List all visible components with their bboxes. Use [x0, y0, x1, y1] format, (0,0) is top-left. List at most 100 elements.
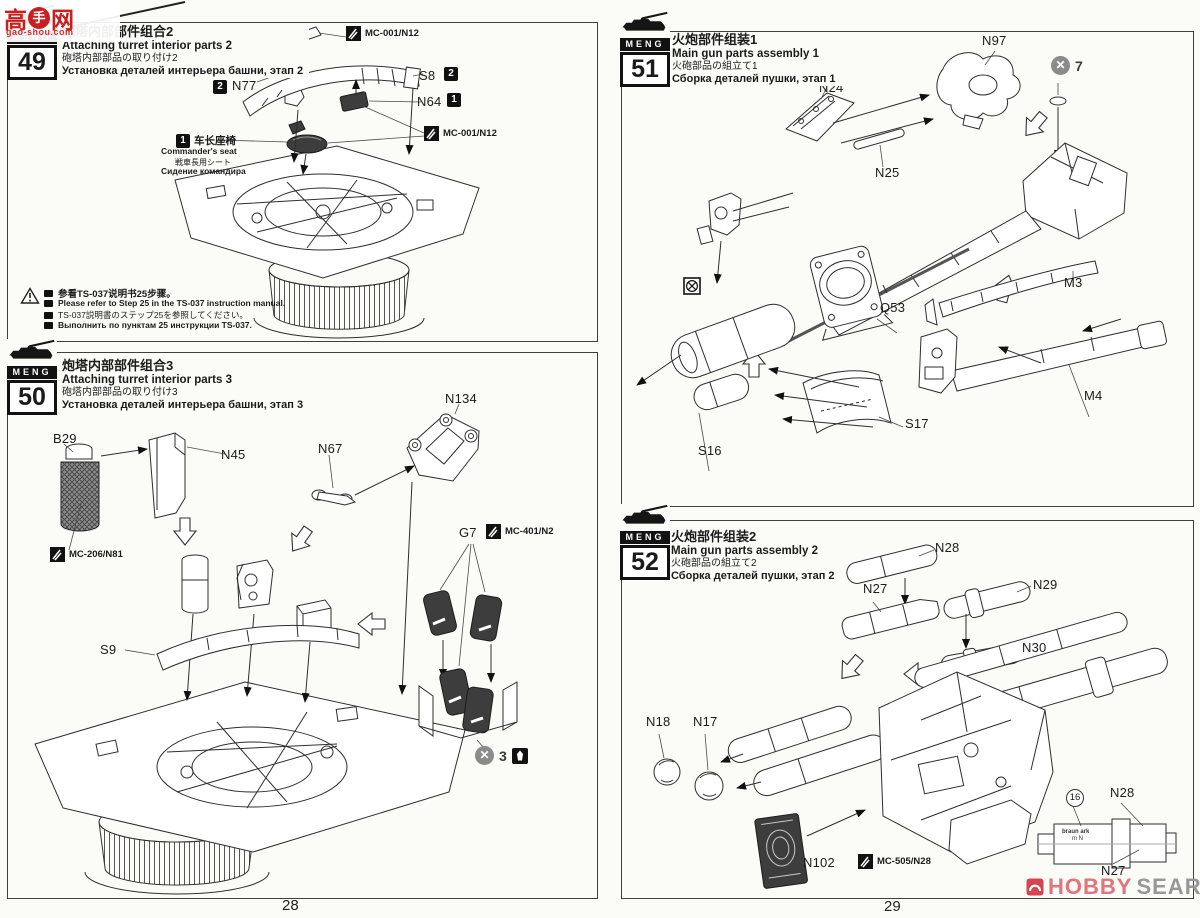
paint-code: MC-001/N12 [365, 28, 419, 39]
paint-callout: MC-401/N2 [486, 524, 554, 539]
step-52-title-ru: Сборка деталей пушки, этап 2 [671, 569, 835, 582]
part-label-n64: N64 [417, 94, 442, 109]
paint-brush-icon [858, 854, 873, 869]
step-51-title-ru: Сборка деталей пушки, этап 1 [672, 72, 836, 85]
step-51-title-en: Main gun parts assembly 1 [672, 47, 819, 60]
step-51-header: 火炮部件组装1 Main gun parts assembly 1 火砲部品の組… [672, 32, 842, 87]
part-label-n97: N97 [982, 33, 1007, 48]
step-50-title-ja: 砲塔内部部品の取り付け3 [62, 387, 178, 399]
note-row-zh: 参看TS-037说明书25步骤。 [44, 286, 176, 300]
step-52-panel [621, 520, 1194, 899]
no-glue-icon [683, 277, 701, 295]
parts-qty-badge: 2 [444, 67, 458, 81]
cement-icon [511, 747, 528, 764]
step-52-diagram [653, 544, 1177, 889]
paint-code: MC-401/N2 [505, 526, 554, 537]
part-label-n29: N29 [1033, 577, 1058, 592]
paint-brush-icon [486, 524, 501, 539]
step-badge-50: MENG 50 [7, 339, 57, 415]
paint-code: MC-505/N28 [877, 856, 931, 867]
part-label-n28: N28 [935, 540, 960, 555]
part-label-m4: M4 [1084, 388, 1103, 403]
part-label-g7: G7 [459, 525, 477, 540]
quantity-marker: 3 [475, 746, 528, 765]
language-flag-icon [44, 321, 53, 329]
meng-tank-icon [9, 339, 55, 359]
part-label-s17: S17 [905, 416, 929, 431]
part-label-s8: S8 [419, 68, 436, 83]
step-52-header: 火炮部件组装2 Main gun parts assembly 2 火砲部品の組… [671, 529, 841, 584]
step-number-51: 51 [620, 52, 670, 87]
step-49-diagram [174, 26, 480, 339]
meng-logo: MENG [7, 366, 57, 379]
paint-brush-icon [50, 547, 65, 562]
step-52-title-ja: 火砲部品の組立て2 [671, 558, 757, 570]
part-label-n102: N102 [803, 855, 835, 870]
note-row-ru: Выполнить по пунктам 25 инструкции TS-03… [44, 320, 252, 330]
watermark-domain: gao-shou.com [6, 27, 74, 37]
paint-callout: MC-001/N12 [424, 126, 497, 141]
meng-logo: MENG [620, 38, 670, 51]
step-49-title-en: Attaching turret interior parts 2 [62, 39, 232, 52]
hobbysearch-word1: HOBBY [1048, 874, 1133, 899]
parts-qty-badge: 2 [213, 80, 227, 94]
part-label-n30: N30 [1022, 640, 1047, 655]
step-49-title-ja: 砲塔内部部品の取り付け2 [62, 53, 178, 65]
meng-tank-icon [622, 504, 668, 524]
step-badge-51: MENG 51 [620, 11, 670, 87]
watermark: 高 手 网 gao-shou.com [0, 0, 120, 42]
step-51-title-ja: 火砲部品の組立て1 [672, 61, 758, 73]
page-number-right: 29 [884, 898, 901, 915]
step-50-header: 炮塔内部部件组合3 Attaching turret interior part… [62, 358, 310, 413]
meng-logo: MENG [620, 531, 670, 544]
hobbysearch-icon [1026, 878, 1044, 896]
step-49-panel [7, 22, 598, 342]
step-51-diagram [636, 50, 1167, 472]
language-flag-icon [44, 299, 53, 307]
seat-label-ru: Сидение командира [161, 166, 246, 176]
watermark-ball-icon: 手 [28, 7, 50, 29]
parts-qty-badge: 1 [447, 93, 461, 107]
step-number-49: 49 [7, 45, 57, 80]
hobbysearch-logo: HOBBY SEARCH [1026, 874, 1200, 900]
seat-label-en: Commander's seat [161, 146, 237, 156]
part-label-m3: M3 [1064, 275, 1083, 290]
part-label-s9: S9 [100, 642, 117, 657]
step-52-title-en: Main gun parts assembly 2 [671, 544, 818, 557]
page-number-left: 28 [282, 897, 299, 914]
step-50-diagram [34, 403, 518, 895]
paint-brush-icon [346, 26, 361, 41]
detail-number-badge: 16 [1066, 789, 1084, 807]
quantity-value: 3 [499, 747, 507, 764]
part-label-n27: N27 [863, 581, 888, 596]
part-label-n67: N67 [318, 441, 343, 456]
step-50-title-ru: Установка деталей интерьера башни, этап … [62, 398, 304, 411]
multiply-icon [1051, 56, 1070, 75]
quantity-value: 7 [1075, 57, 1083, 74]
step-50-panel [7, 352, 598, 899]
part-label-n134: N134 [445, 391, 477, 406]
step-50-title-en: Attaching turret interior parts 3 [62, 373, 232, 386]
part-label-n17: N17 [693, 714, 718, 729]
step-51-title-zh: 火炮部件组装1 [672, 32, 758, 47]
paint-code: MC-206/N81 [69, 549, 123, 560]
paint-callout: MC-505/N28 [858, 854, 931, 869]
note-row-ja: TS-037説明書のステップ25を参照してください。 [44, 309, 248, 321]
hobbysearch-word2: SEARCH [1136, 874, 1200, 899]
quantity-marker: 7 [1051, 56, 1083, 75]
step-49-header: 炮塔内部部件组合2 Attaching turret interior part… [62, 24, 310, 79]
step-49-title-ru: Установка деталей интерьера башни, этап … [62, 64, 304, 77]
step-52-title-zh: 火炮部件组装2 [671, 529, 757, 544]
note-row-en: Please refer to Step 25 in the TS-037 in… [44, 298, 285, 308]
step-badge-52: MENG 52 [620, 504, 670, 580]
language-flag-icon [44, 289, 53, 297]
molded-marking-line2: m N [1072, 836, 1083, 842]
multiply-icon [475, 746, 494, 765]
watermark-char: 网 [51, 7, 74, 33]
part-label-inset-n28: N28 [1110, 785, 1135, 800]
step-50-title-zh: 炮塔内部部件组合3 [62, 358, 174, 373]
part-label-n25: N25 [875, 165, 900, 180]
part-label-q53: Q53 [880, 300, 906, 315]
paint-brush-icon [424, 126, 439, 141]
